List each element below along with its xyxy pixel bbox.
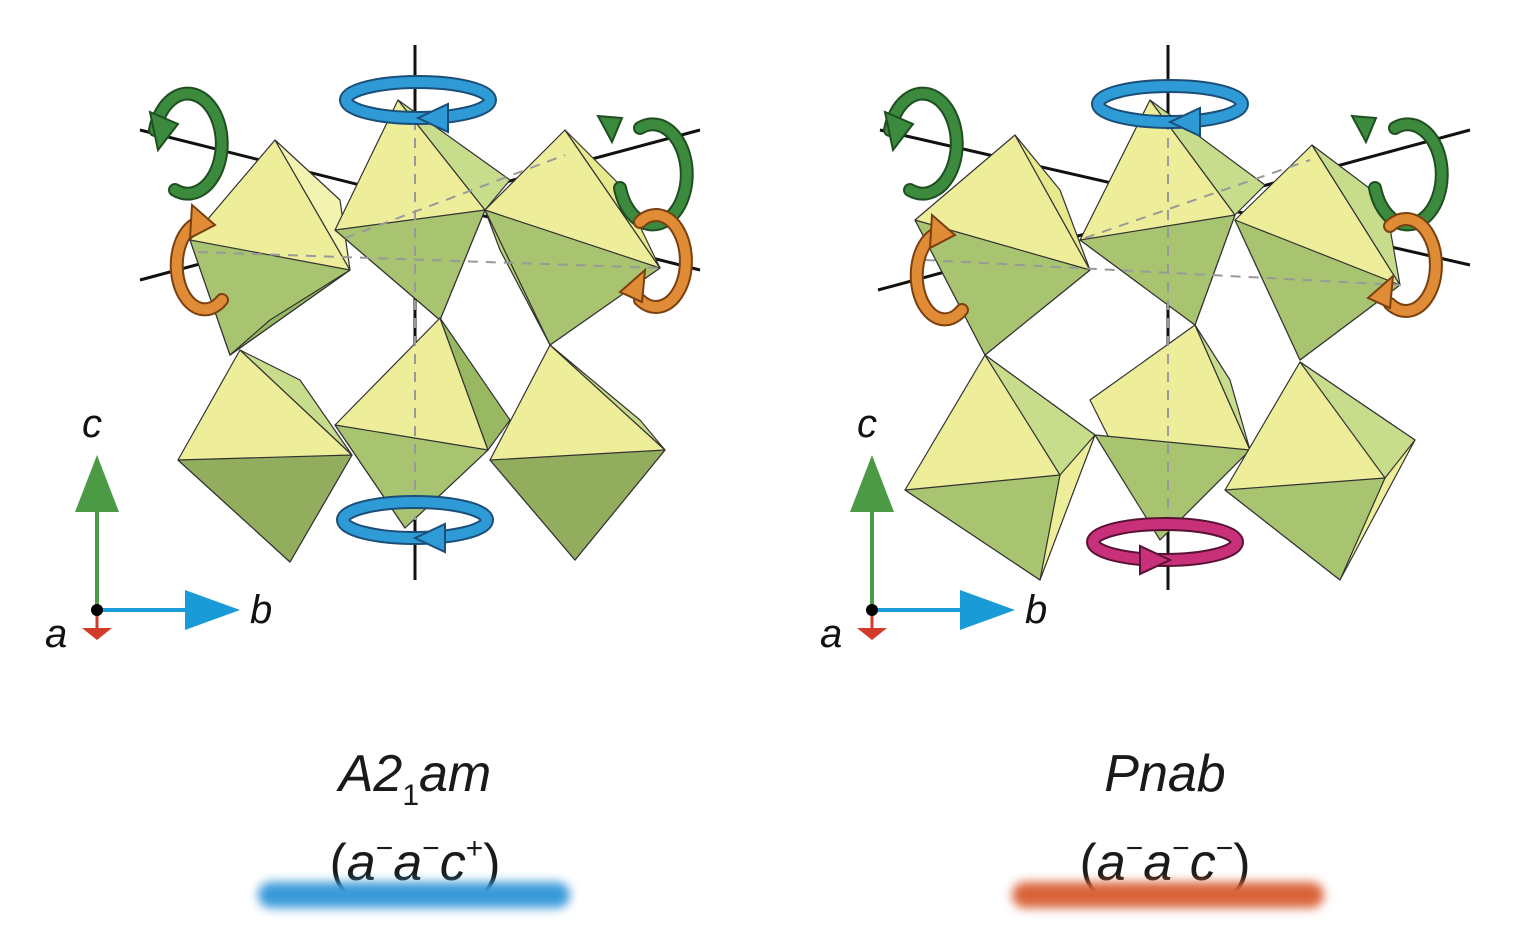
- octahedron: [334, 99, 511, 321]
- left-color-bar: [258, 882, 570, 908]
- right-space-group-label: Pnab: [1104, 745, 1226, 803]
- octahedron: [904, 354, 1096, 581]
- left-space-group-label: A21am: [338, 745, 492, 812]
- right-rotation-arrows: [883, 79, 1449, 576]
- octahedron: [334, 317, 511, 529]
- right-color-bar: [1012, 882, 1324, 908]
- right-structure: [877, 45, 1471, 590]
- right-axis-triad: [850, 455, 1015, 640]
- left-rotation-arrows: [148, 75, 694, 554]
- left-axis-label-c: c: [82, 402, 102, 446]
- octahedron: [177, 349, 353, 563]
- left-axis-label-a: a: [45, 612, 68, 656]
- octahedron: [1224, 361, 1416, 581]
- right-axis-label-b: b: [1025, 588, 1048, 632]
- left-axis-label-b: b: [250, 588, 273, 632]
- octahedron: [1089, 324, 1251, 541]
- right-axis-label-c: c: [857, 402, 877, 446]
- right-axis-label-a: a: [820, 612, 843, 656]
- octahedron: [1234, 144, 1401, 361]
- octahedron: [484, 129, 661, 346]
- octahedron: [189, 139, 351, 356]
- left-axis-triad: [75, 455, 240, 640]
- octahedron: [914, 134, 1091, 356]
- octahedron: [489, 344, 666, 561]
- octahedron: [1079, 99, 1266, 326]
- left-structure: [139, 45, 701, 580]
